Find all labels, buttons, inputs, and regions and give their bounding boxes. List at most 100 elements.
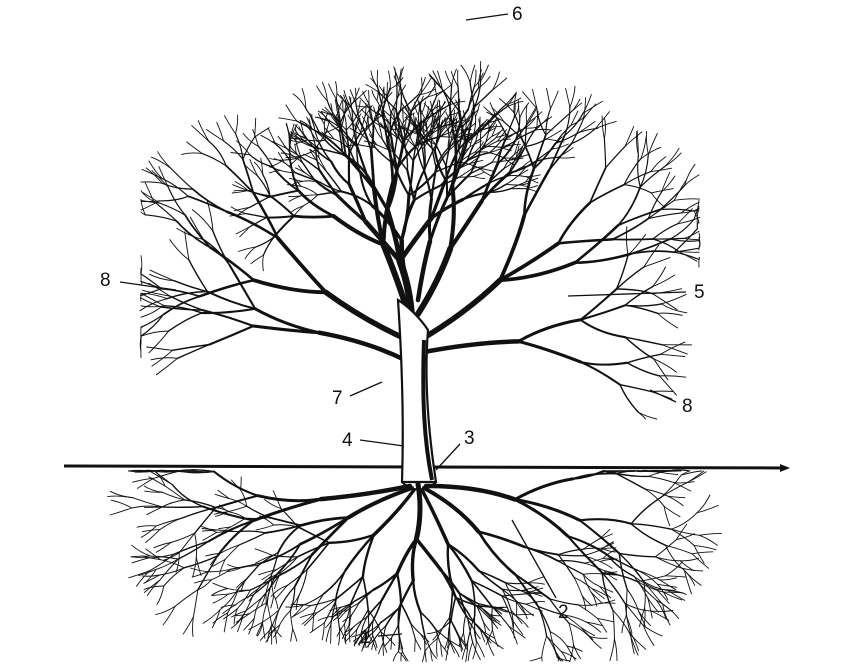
root [546, 635, 558, 659]
root [654, 539, 677, 558]
branch [460, 64, 471, 84]
branch [546, 87, 551, 110]
root [161, 491, 186, 501]
branch [545, 108, 552, 136]
root [636, 575, 666, 582]
root [560, 651, 577, 660]
branch [290, 123, 298, 140]
branch [653, 358, 677, 373]
root [378, 642, 384, 655]
root [192, 556, 197, 577]
branch [149, 273, 175, 282]
branch [176, 343, 211, 360]
branch [300, 147, 320, 157]
root [656, 599, 672, 612]
branch [421, 148, 426, 172]
branch [140, 200, 160, 204]
root [642, 625, 655, 647]
root [591, 588, 605, 600]
root [458, 636, 469, 651]
branch [288, 195, 301, 197]
root [419, 611, 426, 636]
branch [426, 130, 437, 146]
root [212, 612, 229, 624]
root [601, 571, 627, 605]
branch [347, 114, 356, 128]
root [279, 610, 291, 626]
root [419, 611, 437, 630]
branch [536, 116, 553, 128]
root [477, 530, 526, 549]
root [211, 588, 229, 596]
root [470, 579, 476, 617]
branch [652, 274, 676, 288]
branch [522, 91, 538, 109]
root [467, 616, 474, 643]
root [663, 591, 683, 601]
branch [619, 383, 639, 413]
branch [443, 111, 451, 127]
root [525, 601, 546, 605]
branch [296, 120, 320, 133]
root [212, 558, 226, 567]
branch [455, 163, 471, 172]
branch [385, 207, 403, 264]
root [462, 614, 467, 634]
root [335, 575, 364, 600]
root [214, 511, 229, 515]
branch [290, 131, 302, 140]
branch [298, 126, 306, 138]
branch [650, 156, 667, 173]
root [211, 609, 221, 629]
root [159, 558, 179, 581]
branch [140, 181, 163, 184]
branch [376, 144, 394, 153]
root [353, 616, 368, 628]
branch [421, 135, 437, 146]
branch [503, 120, 522, 139]
branch [450, 141, 469, 188]
root [321, 622, 325, 641]
root [177, 540, 210, 560]
root [182, 469, 193, 472]
branch [652, 266, 666, 288]
branch [660, 341, 686, 355]
root [193, 506, 217, 534]
branch [370, 204, 404, 243]
root [501, 588, 512, 611]
branch [440, 123, 449, 134]
root [175, 552, 180, 573]
branch [415, 124, 423, 137]
root [216, 529, 239, 533]
branch [424, 118, 428, 138]
branch [426, 125, 444, 138]
branch [661, 344, 688, 355]
root [150, 555, 179, 560]
branch [200, 307, 257, 315]
branch [158, 195, 189, 202]
root [422, 486, 481, 534]
branch [271, 165, 300, 192]
branch [324, 127, 335, 140]
branch [336, 92, 350, 106]
root [683, 569, 692, 595]
root [691, 553, 710, 569]
root [302, 593, 325, 606]
branch [660, 171, 671, 193]
root [201, 505, 255, 522]
root [243, 617, 255, 631]
branch [456, 130, 467, 146]
branch [696, 221, 700, 230]
root [136, 570, 151, 587]
label-4: 4 [342, 430, 353, 451]
root [519, 603, 528, 620]
root [146, 506, 163, 516]
root [573, 644, 582, 660]
branch [323, 289, 411, 343]
branch [345, 137, 358, 145]
root [240, 476, 242, 491]
branch [488, 121, 497, 132]
root [424, 638, 438, 653]
branch [295, 152, 305, 165]
root [577, 604, 598, 619]
